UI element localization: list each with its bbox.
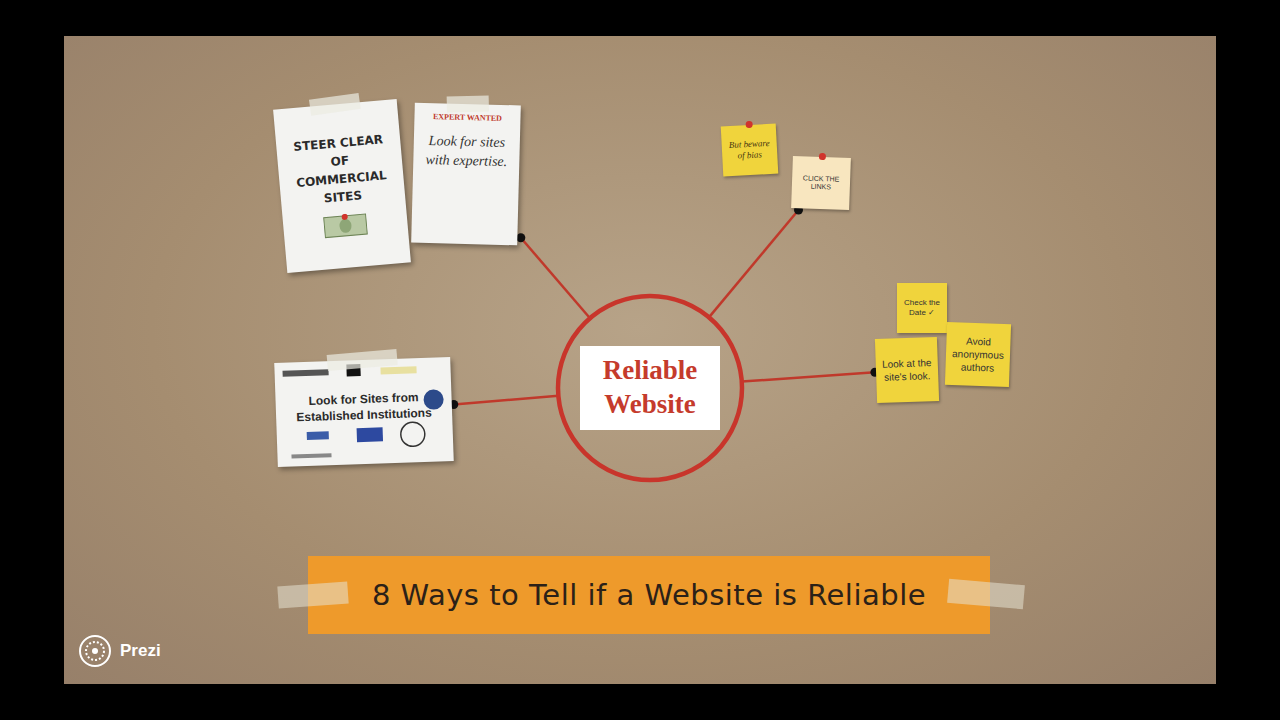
connector-group bbox=[449, 396, 558, 409]
sticky-note: Avoid anonymous authors bbox=[945, 322, 1011, 387]
note-text: Look for sites with expertise. bbox=[421, 132, 512, 172]
tape bbox=[309, 93, 360, 116]
central-circle: Reliable Website bbox=[555, 293, 745, 483]
title-text: 8 Ways to Tell if a Website is Reliable bbox=[372, 578, 926, 612]
push-pin bbox=[819, 153, 826, 160]
watermark: Prezi bbox=[78, 633, 161, 669]
tape bbox=[277, 582, 348, 609]
note-heading: EXPERT WANTED bbox=[433, 113, 502, 124]
connector-line bbox=[454, 396, 559, 405]
connector-group bbox=[742, 368, 880, 382]
sticky-note: Check the Date ✓ bbox=[897, 283, 947, 333]
connector-line bbox=[742, 372, 875, 381]
note-text: Avoid anonymous authors bbox=[948, 334, 1007, 375]
title-banner: 8 Ways to Tell if a Website is Reliable bbox=[308, 556, 990, 634]
connector-line bbox=[709, 210, 799, 317]
note-text: Reliable Website bbox=[580, 346, 720, 430]
paper-note: STEER CLEAR OF COMMERCIAL SITES bbox=[273, 99, 411, 273]
connector-group bbox=[516, 233, 590, 318]
end-dot bbox=[516, 233, 525, 242]
note-text: Look at the site's look. bbox=[879, 356, 936, 384]
note-text: But beware of bias bbox=[726, 138, 773, 162]
note-text: CLICK THE LINKS bbox=[795, 174, 848, 193]
note-text: Look for Sites from Established Institut… bbox=[288, 390, 439, 426]
connector-group bbox=[709, 205, 803, 317]
sticky-note: CLICK THE LINKS bbox=[791, 156, 851, 210]
dollar-bill bbox=[323, 212, 369, 240]
note-text: STEER CLEAR OF COMMERCIAL SITES bbox=[290, 130, 392, 210]
paper-note: EXPERT WANTED Look for sites with experti… bbox=[411, 103, 521, 246]
institution-card: Look for Sites from Established Institut… bbox=[274, 357, 454, 467]
sticky-note: Look at the site's look. bbox=[875, 337, 939, 403]
push-pin bbox=[745, 121, 752, 128]
sticky-note: But beware of bias bbox=[721, 124, 779, 177]
prezi-logo bbox=[80, 636, 110, 666]
watermark-text: Prezi bbox=[120, 641, 161, 661]
tape bbox=[446, 95, 489, 112]
connector-line bbox=[521, 238, 590, 318]
note-text: Check the Date ✓ bbox=[899, 298, 945, 317]
